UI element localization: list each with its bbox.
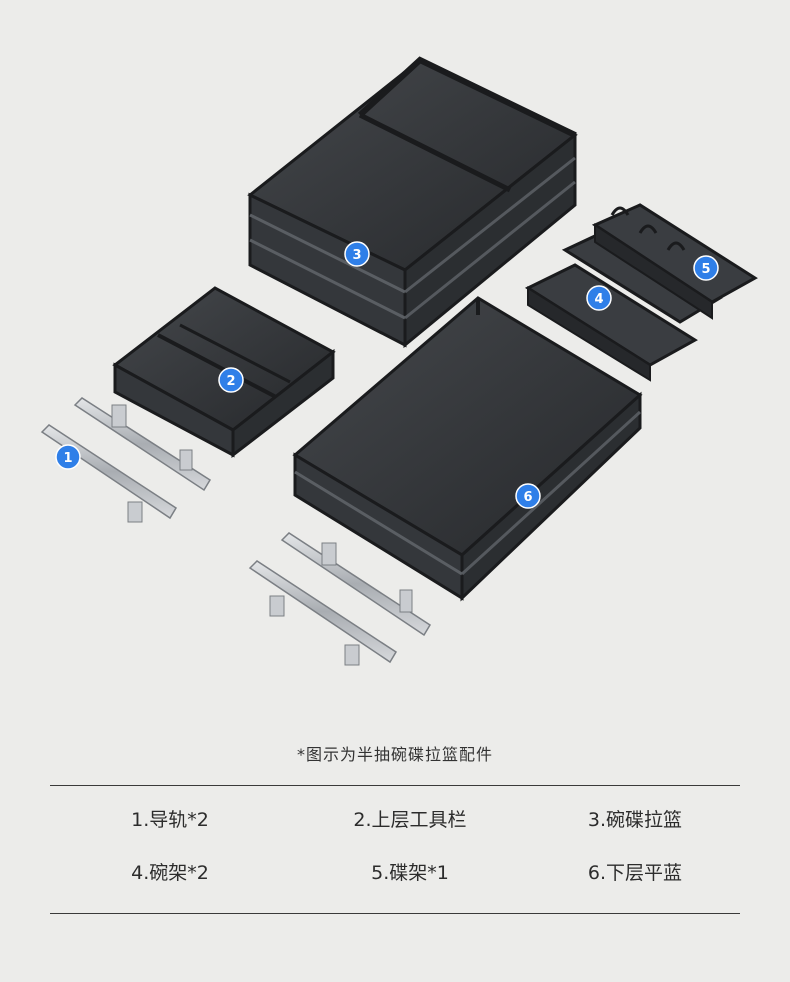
badge-6: 6 bbox=[515, 483, 541, 509]
legend-item-bowl-rack: 4.碗架*2 bbox=[131, 862, 209, 884]
product-illustration: 1 2 3 4 5 6 bbox=[40, 56, 758, 666]
rails-lower bbox=[248, 532, 432, 666]
upper-tool-tray bbox=[112, 286, 336, 459]
svg-text:5: 5 bbox=[701, 262, 710, 277]
divider-bottom bbox=[50, 913, 740, 914]
svg-text:4: 4 bbox=[594, 292, 603, 307]
badge-4: 4 bbox=[586, 285, 612, 311]
dish-basket bbox=[247, 56, 578, 349]
badge-1: 1 bbox=[55, 444, 81, 470]
legend-item-plate-rack: 5.碟架*1 bbox=[371, 862, 449, 884]
badge-2: 2 bbox=[218, 367, 244, 393]
legend-item-lower-basket: 6.下层平蓝 bbox=[587, 862, 683, 884]
svg-text:3: 3 bbox=[352, 248, 361, 263]
lower-flat-basket bbox=[292, 296, 643, 602]
legend-item-dish-basket: 3.碗碟拉篮 bbox=[587, 809, 683, 831]
plate-rack bbox=[591, 203, 758, 320]
svg-text:1: 1 bbox=[63, 451, 72, 466]
illustration-caption: *图示为半抽碗碟拉篮配件 bbox=[296, 745, 493, 764]
divider-top bbox=[50, 785, 740, 786]
parts-legend: 1.导轨*2 2.上层工具栏 3.碗碟拉篮 4.碗架*2 5.碟架*1 6.下层… bbox=[50, 807, 740, 897]
badge-3: 3 bbox=[344, 241, 370, 267]
svg-text:2: 2 bbox=[226, 374, 235, 389]
legend-item-rails: 1.导轨*2 bbox=[131, 809, 209, 831]
badge-5: 5 bbox=[693, 255, 719, 281]
legend-item-upper-tray: 2.上层工具栏 bbox=[353, 809, 467, 831]
svg-text:6: 6 bbox=[523, 490, 532, 505]
